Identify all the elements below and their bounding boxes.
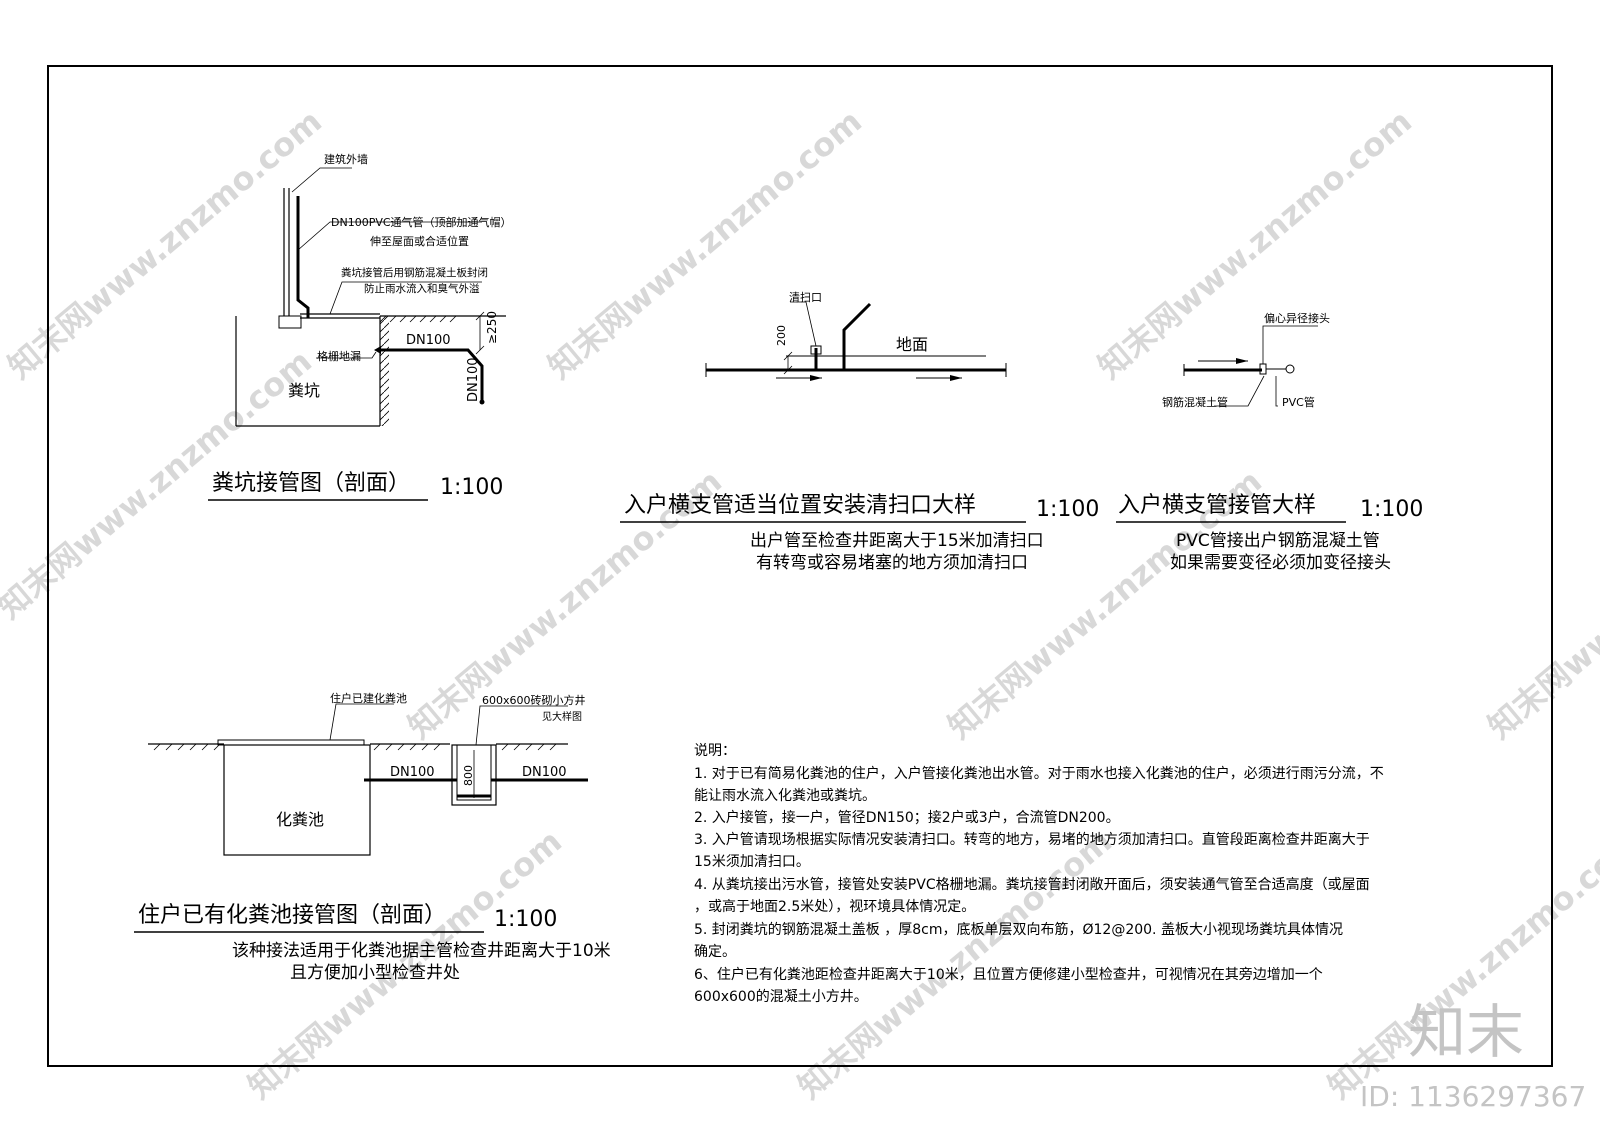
pipe-label-right: DN100 [522,765,567,780]
pvc-pipe-label: PVC管 [1282,395,1315,409]
watermark-text: 知末网www.znzmo.com [1481,462,1600,746]
notes-line: 5. 封闭粪坑的钢筋混凝土盖板 ，厚8cm，底板单层双向布筋，Ø12@200. … [694,921,1343,938]
dim-label: 800 [462,765,475,786]
note-1: 出户管至检查井距离大于15米加清扫口 [750,531,1044,551]
notes-line: 15米须加清扫口。 [694,854,810,870]
note-2: 且方便加小型检查井处 [290,963,460,983]
figure-title: 粪坑接管图（剖面） [212,471,410,496]
small-well-label-2: 见大样图 [542,710,582,723]
grate-drain-label: 格栅地漏 [317,349,361,363]
scale-label: 1:100 [440,475,503,500]
scale-label: 1:100 [1360,497,1423,522]
dim-label: ≥250 [485,311,499,344]
pit-label: 粪坑 [288,381,320,400]
scale-label: 1:100 [1036,497,1099,522]
notes-line: 1. 对于已有简易化粪池的住户，入户管接化粪池出水管。对于雨水也接入化粪池的住户… [694,765,1384,782]
seal-note-2: 防止雨水流入和臭气外溢 [364,282,480,295]
notes-line: 6、住户已有化粪池距检查井距离大于10米，且位置方便修建小型检查井，可视情况在其… [694,966,1323,983]
notes-line: ，或高于地面2.5米处），视环境具体情况定。 [694,898,975,915]
reducer-label: 偏心异径接头 [1264,311,1330,325]
image-id-label: ID: 1136297367 [1360,1080,1586,1113]
watermark-text: 知末网www.znzmo.com [791,822,1119,1106]
drawing-border [47,65,1553,1067]
wall-label: 建筑外墙 [324,152,368,166]
cleanout-label: 清扫口 [789,291,822,304]
notes-line: 2. 入户接管，接一户，管径DN150；接2户或3户，合流管DN200。 [694,809,1120,826]
small-well-label: 600x600砖砌小方井 [482,693,586,707]
vent-pipe-label: DN100PVC通气管（顶部加通气帽） [331,215,512,229]
dim-label: 200 [775,325,788,346]
general-notes: 说明： 1. 对于已有简易化粪池的住户，入户管接化粪池出水管。对于雨水也接入化粪… [694,743,1384,1005]
notes-line: 600x600的混凝土小方井。 [694,989,868,1005]
figure-septic-tank-connection: 住户已建化粪池 600x600砖砌小方井 见大样图 DN100 DN100 80… [134,691,611,983]
note-1: 该种接法适用于化粪池据主管检查井距离大于10米 [232,941,611,961]
note-2: 有转弯或容易堵塞的地方须加清扫口 [756,553,1028,573]
figure-pit-connection: 建筑外墙 DN100PVC通气管（顶部加通气帽） 伸至屋面或合适位置 粪坑接管后… [208,152,512,501]
ground-label: 地面 [896,335,928,354]
figure-title: 入户横支管接管大样 [1118,493,1316,518]
pipe-label-vertical: DN100 [466,357,481,402]
pipe-label: DN100 [406,333,451,348]
pipe-label-left: DN100 [390,765,435,780]
figure-cleanout-detail: 清扫口 200 地面 入户横支管适当位置安装清扫口大样 1:100 出户管至检查… [620,291,1099,573]
seal-note-1: 粪坑接管后用钢筋混凝土板封闭 [341,266,488,279]
vent-pipe-label-2: 伸至屋面或合适位置 [370,234,469,248]
note-1: PVC管接出户钢筋混凝土管 [1176,531,1380,551]
tank-label: 化粪池 [276,810,324,829]
figure-title: 入户横支管适当位置安装清扫口大样 [624,493,976,518]
watermark-text: 知末网www.znzmo.com [1091,102,1419,386]
watermark-text: 知末网www.znzmo.com [1,102,329,386]
concrete-pipe-label: 钢筋混凝土管 [1162,395,1228,409]
notes-line: 确定。 [694,944,736,960]
existing-tank-label: 住户已建化粪池 [330,691,407,705]
notes-line: 3. 入户管请现场根据实际情况安装清扫口。转弯的地方，易堵的地方须加清扫口。直管… [694,831,1370,848]
note-2: 如果需要变径必须加变径接头 [1170,553,1391,573]
watermark-text: 知末网www.znzmo.com [541,102,869,386]
notes-line: 能让雨水流入化粪池或粪坑。 [694,788,876,804]
notes-line: 4. 从粪坑接出污水管，接管处安装PVC格栅地漏。粪坑接管封闭敞开面后，须安装通… [694,876,1370,893]
brand-logo: 知末 [1408,998,1524,1066]
scale-label: 1:100 [494,907,557,932]
notes-heading: 说明： [694,743,736,759]
figure-title: 住户已有化粪池接管图（剖面） [138,903,446,928]
figure-pipe-joint-detail: 偏心异径接头 钢筋混凝土管 PVC管 入户横支管接管大样 1:100 PVC管接… [1116,311,1423,573]
